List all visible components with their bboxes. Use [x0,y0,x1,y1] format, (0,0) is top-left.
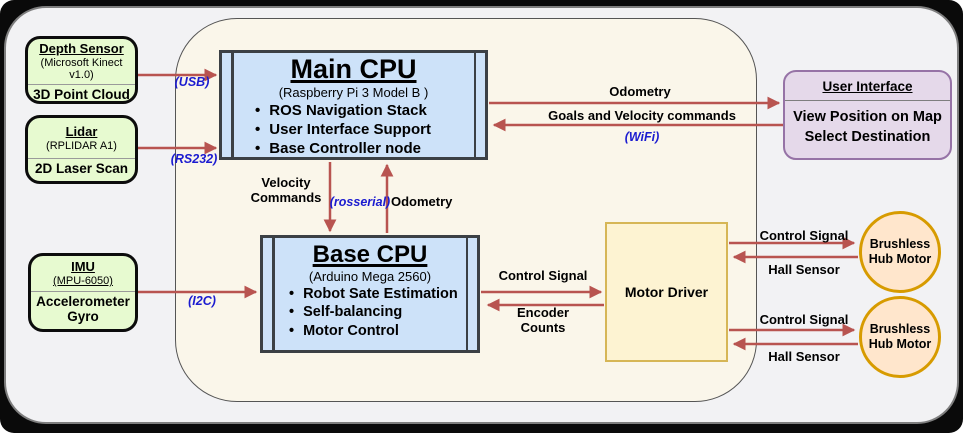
ui-function-line: View Position on Map [793,109,942,125]
hall-sensor-top-label: Hall Sensor [768,262,840,277]
usb-protocol-label: (USB) [174,75,210,89]
main-cpu-title: Main CPU [290,54,417,84]
process-bar-right [465,238,468,350]
ui-function-line: Select Destination [804,128,931,145]
odometry-to-maincpu-label: Odometry [391,194,453,209]
imu-header: IMU (MPU-6050) [31,256,135,293]
lidar-header: Lidar (RPLIDAR A1) [28,118,135,160]
process-bar-left [272,238,275,350]
base-cpu-feature: Robot Sate Estimation [289,285,477,303]
base-cpu-title: Base CPU [312,241,428,268]
main-cpu-feature: Base Controller node [255,139,485,158]
motor-label: Brushless Hub Motor [868,237,932,266]
control-signal-basecpu-label: Control Signal [498,268,588,283]
base-cpu-feature-list: Robot Sate Estimation Self-balancing Mot… [263,285,477,340]
goals-velocity-commands-label: Goals and Velocity commands [548,108,736,123]
motor-label: Brushless Hub Motor [868,322,932,351]
wifi-protocol-label: (WiFi) [624,130,660,144]
process-bar-right [473,53,476,157]
lidar-node: Lidar (RPLIDAR A1) 2D Laser Scan [25,115,138,184]
main-cpu-model: (Raspberry Pi 3 Model B ) [278,85,429,100]
imu-model: (MPU-6050) [53,275,113,288]
depth-sensor-title: Depth Sensor [39,41,124,56]
control-signal-motor-bottom-label: Control Signal [759,312,849,327]
imu-output: Accelerometer Gyro [36,294,130,325]
base-cpu-feature: Self-balancing [289,303,477,321]
user-interface-title: User Interface [785,72,950,101]
encoder-counts-label: Encoder Counts [516,305,569,335]
velocity-commands-label: Velocity Commands [250,175,322,205]
main-cpu-node: Main CPU (Raspberry Pi 3 Model B ) ROS N… [219,50,488,160]
depth-sensor-header: Depth Sensor (Microsoft Kinect v1.0) [28,39,135,85]
rs232-protocol-label: (RS232) [170,152,218,166]
main-cpu-feature-list: ROS Navigation Stack User Interface Supp… [222,101,485,158]
user-interface-functions: View Position on Map Select Destination [785,101,950,147]
base-cpu-model: (Arduino Mega 2560) [308,269,432,284]
user-interface-node: User Interface View Position on Map Sele… [783,70,952,160]
depth-sensor-node: Depth Sensor (Microsoft Kinect v1.0) 3D … [25,36,138,104]
rosserial-protocol-label: (rosserial) [329,195,391,209]
hall-sensor-bottom-label: Hall Sensor [768,349,840,364]
lidar-output: 2D Laser Scan [34,161,129,177]
main-cpu-feature: User Interface Support [255,120,485,139]
base-cpu-feature: Motor Control [289,322,477,340]
imu-title: IMU [71,259,95,275]
imu-node: IMU (MPU-6050) Accelerometer Gyro [28,253,138,332]
odometry-to-ui-label: Odometry [609,84,671,99]
lidar-title: Lidar [65,123,98,139]
motor-driver-node: Motor Driver [605,222,728,362]
lidar-model: (RPLIDAR A1) [46,139,117,152]
base-cpu-node: Base CPU (Arduino Mega 2560) Robot Sate … [260,235,480,353]
process-bar-left [231,53,234,157]
depth-sensor-model: (Microsoft Kinect v1.0) [40,57,123,81]
motor-driver-label: Motor Driver [624,284,709,300]
i2c-protocol-label: (I2C) [188,294,216,308]
brushless-hub-motor-top: Brushless Hub Motor [859,211,941,293]
brushless-hub-motor-bottom: Brushless Hub Motor [859,296,941,378]
main-cpu-feature: ROS Navigation Stack [255,101,485,120]
control-signal-motor-top-label: Control Signal [759,228,849,243]
depth-sensor-output: 3D Point Cloud [33,87,130,102]
